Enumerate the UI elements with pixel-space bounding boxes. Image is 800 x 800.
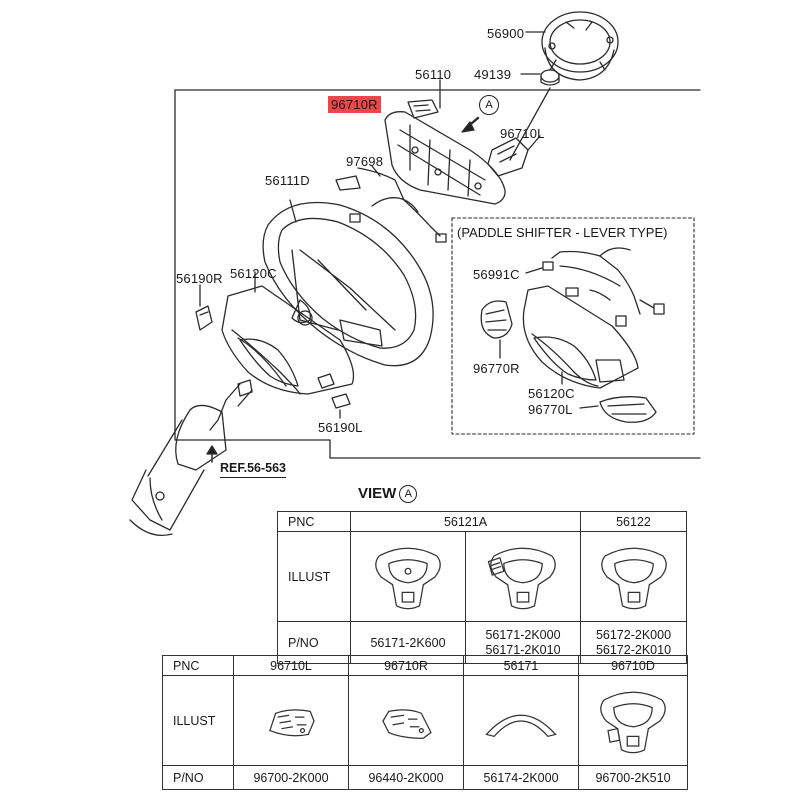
paddle-shifter-title: (PADDLE SHIFTER - LEVER TYPE) [457, 225, 668, 240]
label-96770L: 96770L [528, 402, 573, 417]
label-56111D: 56111D [265, 173, 310, 188]
main-frame [174, 89, 701, 459]
steering-column [129, 379, 253, 537]
pnc-96710D: 96710D [578, 655, 688, 676]
view-a-marker: A [479, 95, 499, 115]
pno-56171-2K000: 56171-2K000 [485, 627, 561, 642]
label-96710R-highlighted: 96710R [328, 96, 381, 113]
wiring-97698 [335, 165, 447, 243]
label-96710L: 96710L [500, 126, 545, 141]
hub-assembly [384, 111, 506, 205]
label-56900: 56900 [487, 26, 525, 41]
label-56190R: 56190R [176, 271, 223, 286]
pno-56171-2K600: 56171-2K600 [370, 635, 446, 650]
table-top: PNC 56121A 56122 ILLUST [277, 511, 687, 664]
pnc-56121A: 56121A [350, 511, 581, 532]
pno-96440-2K000: 96440-2K000 [348, 765, 464, 790]
paddle-96770L [599, 396, 657, 423]
label-56110: 56110 [415, 67, 452, 82]
pno-96700-2K510: 96700-2K510 [578, 765, 688, 790]
row-label-pnc-2: PNC [162, 655, 234, 676]
table-bottom: PNC 96710L 96710R 56171 96710D ILLUST [162, 655, 688, 790]
pnc-56171: 56171 [463, 655, 579, 676]
row-label-pno-2: P/NO [162, 765, 234, 790]
pno-56172-2K010: 56172-2K010 [595, 642, 672, 657]
steering-wheel-56111D [262, 199, 434, 367]
airbag-module-56900 [541, 11, 619, 81]
illust-switch-left [233, 675, 349, 766]
pnc-96710L: 96710L [233, 655, 349, 676]
illust-switch-right [348, 675, 464, 766]
illust-bezel-56171 [463, 675, 579, 766]
row-label-pnc: PNC [277, 511, 351, 532]
paddle-wiring-56991C [542, 247, 665, 327]
nut-49139 [540, 69, 560, 86]
row-label-illust-2: ILLUST [162, 675, 234, 766]
label-49139: 49139 [474, 67, 512, 82]
view-title-circle: A [399, 485, 418, 504]
paddle-96770R [480, 300, 513, 339]
label-97698: 97698 [346, 154, 384, 169]
paddle-shifter-inset-box [451, 217, 695, 435]
label-56120C: 56120C [230, 266, 277, 281]
label-56120C-inset: 56120C [528, 386, 575, 401]
illust-cover-switches [465, 531, 581, 622]
row-label-illust: ILLUST [277, 531, 351, 622]
illust-cover-96710D [578, 675, 688, 766]
bracket-56190L [331, 393, 351, 409]
inset-lower-cover-56120C [522, 285, 639, 389]
pnc-56122: 56122 [580, 511, 687, 532]
lower-cover-56120C [221, 285, 355, 395]
illust-cover-plain [350, 531, 466, 622]
pno-96700-2K000: 96700-2K000 [233, 765, 349, 790]
pnc-96710R: 96710R [348, 655, 464, 676]
pno-56171-2K010: 56171-2K010 [485, 642, 561, 657]
view-title-text: VIEW [358, 485, 397, 502]
ref-label: REF.56-563 [220, 461, 287, 478]
illust-cover-56122 [580, 531, 687, 622]
label-56991C: 56991C [473, 267, 520, 282]
label-56190L: 56190L [318, 420, 363, 435]
switch-96710L [487, 137, 529, 177]
pno-56172-2K000: 56172-2K000 [595, 627, 672, 642]
switch-96710R [407, 99, 439, 119]
label-96770R: 96770R [473, 361, 520, 376]
bracket-56190R [195, 305, 213, 331]
pno-56174-2K000: 56174-2K000 [463, 765, 579, 790]
